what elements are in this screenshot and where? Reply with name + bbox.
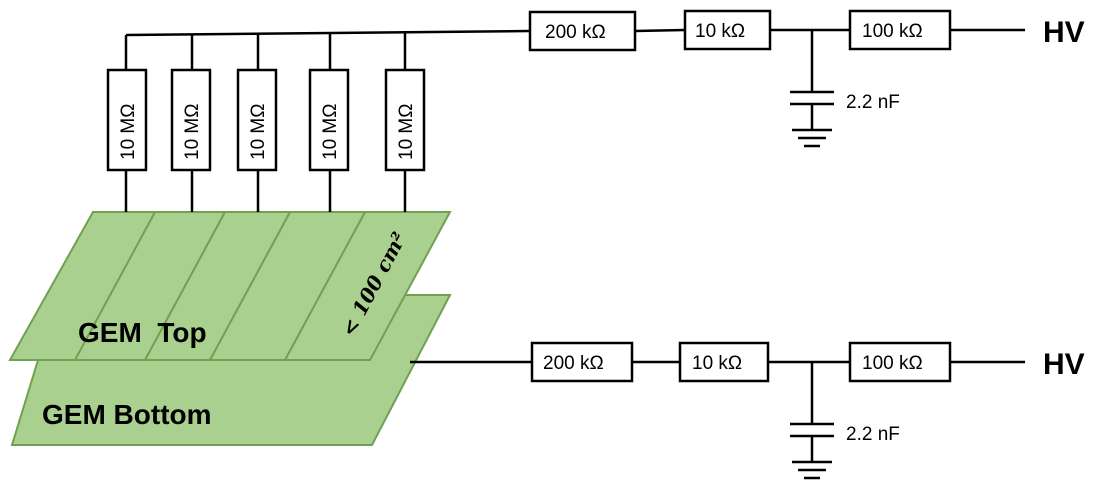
gem-top-label: GEM Top xyxy=(78,317,207,348)
gem-top-foil: GEM Top < 100 cm² xyxy=(8,211,452,361)
segment-resistor-5: 10 MΩ xyxy=(384,32,426,212)
svg-text:200 kΩ: 200 kΩ xyxy=(545,22,606,43)
resistor-200k-top xyxy=(528,10,637,52)
resistor-200k-bottom xyxy=(530,341,634,383)
svg-text:10 MΩ: 10 MΩ xyxy=(118,104,139,160)
svg-text:200 kΩ: 200 kΩ xyxy=(543,353,604,374)
resistor-10k-bottom xyxy=(678,341,770,383)
segment-divider xyxy=(144,211,226,361)
svg-text:100 kΩ: 100 kΩ xyxy=(862,353,923,374)
svg-text:10 MΩ: 10 MΩ xyxy=(248,104,269,160)
segment-resistor-4: 10 MΩ xyxy=(308,33,350,212)
svg-text:10 kΩ: 10 kΩ xyxy=(695,21,745,42)
top-filter-chain: 200 kΩ 10 kΩ 100 kΩ HV 2.2 nF xyxy=(528,9,1085,148)
segment-divider xyxy=(284,211,366,361)
resistor-10k-top xyxy=(683,9,772,51)
svg-text:10 MΩ: 10 MΩ xyxy=(320,104,341,160)
gem-bottom-label: GEM Bottom xyxy=(42,399,212,430)
segment-divider xyxy=(74,211,156,361)
resistor-100k-bottom xyxy=(848,341,952,383)
segment-resistor-1: 10 MΩ xyxy=(106,35,148,212)
svg-text:100 kΩ: 100 kΩ xyxy=(862,21,923,42)
hv-label-bottom: HV xyxy=(1043,348,1085,381)
capacitor-label-top: 2.2 nF xyxy=(846,92,900,113)
segment-divider xyxy=(209,211,291,361)
svg-text:10 MΩ: 10 MΩ xyxy=(396,104,417,160)
top-bus-wire xyxy=(125,29,531,37)
hv-label-top: HV xyxy=(1043,16,1085,49)
svg-text:10 MΩ: 10 MΩ xyxy=(182,104,203,160)
bottom-filter-chain: 200 kΩ 10 kΩ 100 kΩ HV 2.2 nF xyxy=(410,341,1085,480)
segment-resistor-3: 10 MΩ xyxy=(236,34,278,212)
capacitor-label-bottom: 2.2 nF xyxy=(846,424,900,445)
segment-resistor-2: 10 MΩ xyxy=(170,34,212,212)
svg-text:10 kΩ: 10 kΩ xyxy=(692,353,742,374)
